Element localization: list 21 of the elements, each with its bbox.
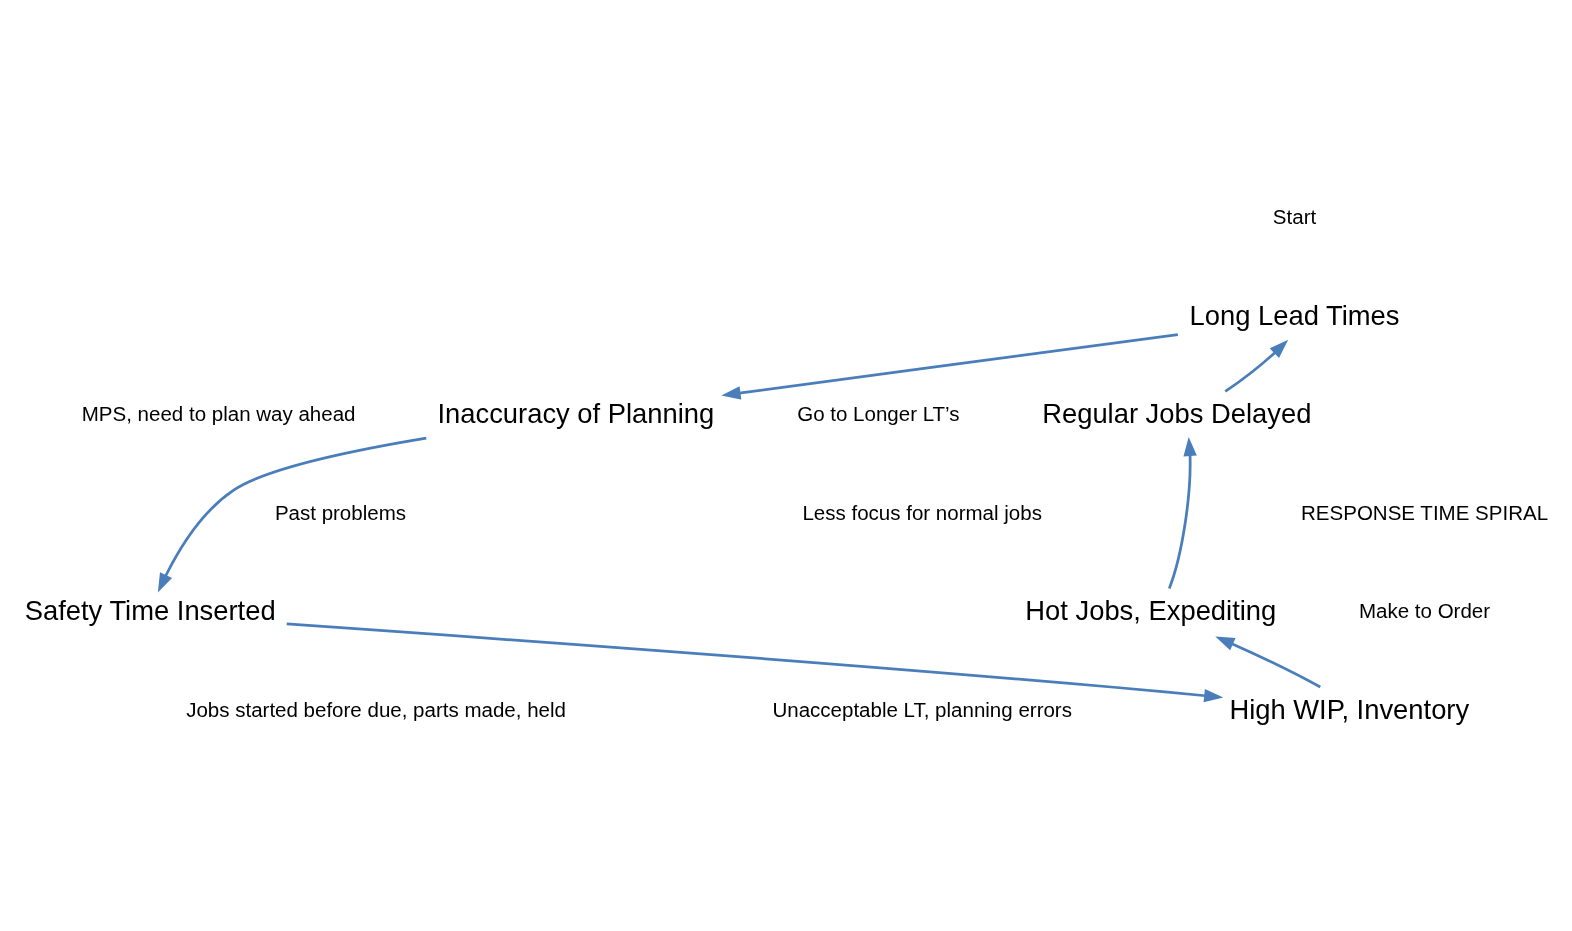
- label: Go to Longer LT’s: [797, 402, 960, 426]
- label: Less focus for normal jobs: [802, 500, 1042, 524]
- arrow: [1224, 339, 1289, 393]
- node-text: Long Lead Times: [1189, 299, 1400, 331]
- node-label: Start: [1272, 204, 1317, 228]
- label: Unacceptable LT, planning errors: [772, 697, 1072, 721]
- arrow: [721, 333, 1179, 400]
- node-text: High WIP, Inventory: [1229, 693, 1470, 725]
- node-text: Inaccuracy of Planning: [437, 398, 715, 430]
- node-text: Safety Time Inserted: [24, 595, 276, 627]
- label: Past problems: [274, 500, 407, 524]
- node-text: Hot Jobs, Expediting: [1025, 595, 1277, 627]
- label: Jobs started before due, parts made, held: [186, 697, 566, 721]
- label: RESPONSE TIME SPIRAL: [1301, 500, 1549, 524]
- arrow: [157, 436, 427, 593]
- label: Make to Order: [1358, 599, 1491, 623]
- arrow: [1168, 436, 1197, 589]
- arrow: [286, 622, 1224, 703]
- arrow: [1215, 636, 1321, 689]
- node-text: Regular Jobs Delayed: [1042, 398, 1312, 430]
- label: MPS, need to plan way ahead: [81, 402, 356, 426]
